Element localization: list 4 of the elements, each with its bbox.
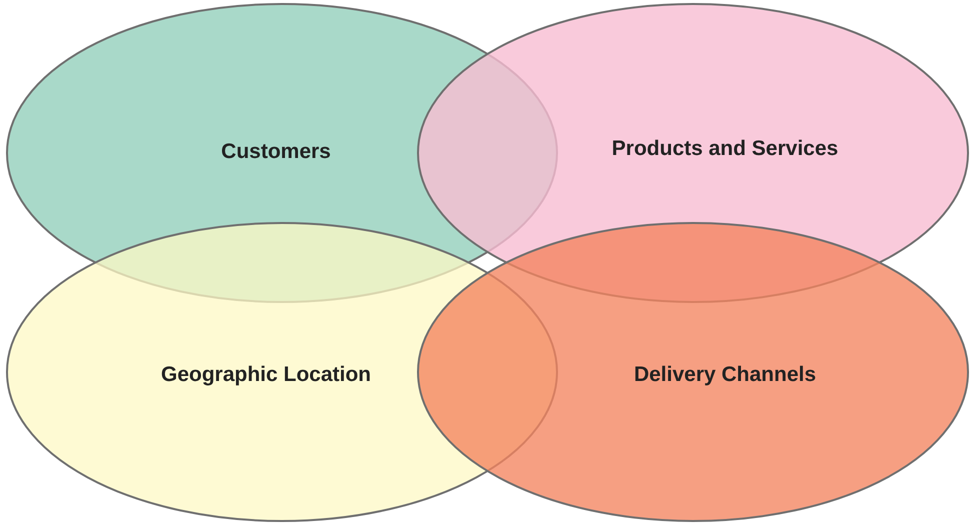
set-label: Products and Services	[612, 137, 838, 161]
set-label: Geographic Location	[160, 363, 372, 387]
set-label: Customers	[221, 140, 331, 164]
set-label: Delivery Channels	[634, 363, 816, 387]
